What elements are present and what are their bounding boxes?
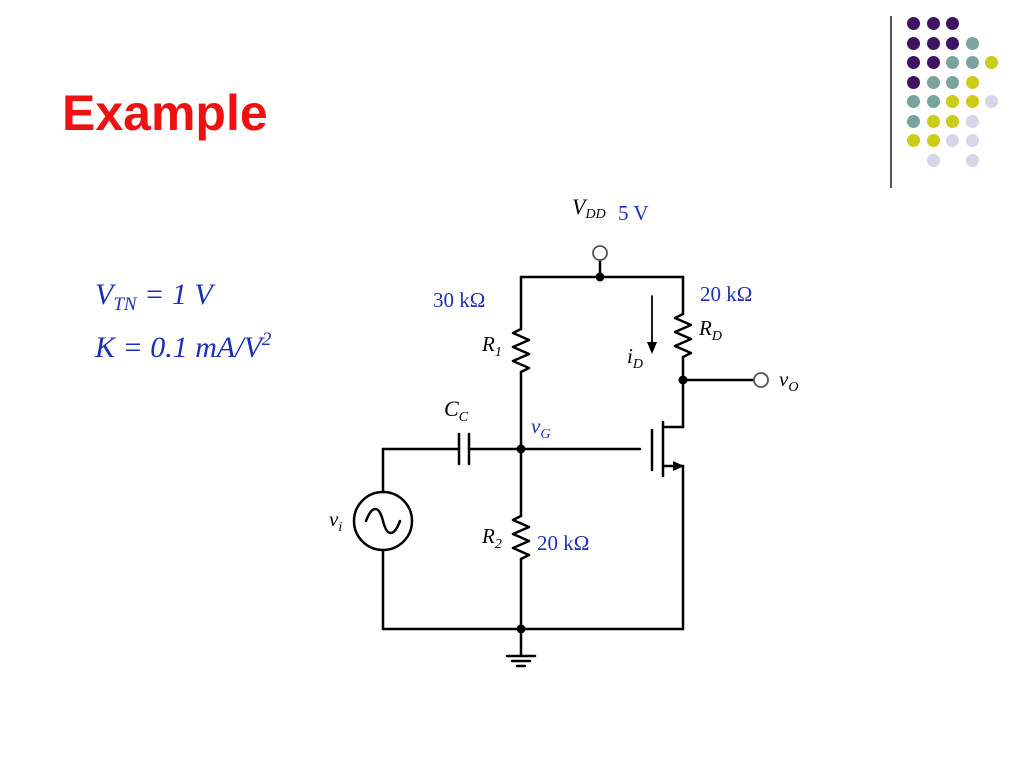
vdd-label: VDD [572,194,606,222]
vg-junction [516,444,526,454]
vo-terminal [753,372,769,388]
decorative-dot [946,75,959,89]
decorative-dot [926,17,940,30]
decorative-dot [907,17,920,30]
rd-value: 20 kΩ [700,282,752,306]
decorative-dot [985,56,998,69]
r2-value: 20 kΩ [537,531,589,555]
decorative-dot [907,56,920,69]
decorative-dot [985,95,998,108]
rd-resistor [673,312,693,359]
vi-label: vi [329,507,342,535]
decorative-dot [907,36,920,50]
decorative-dot [946,56,959,69]
decorative-dot [946,95,959,108]
vdd-value: 5 V [618,201,649,225]
id-arrow-head [647,342,657,354]
decorative-dot [946,114,959,128]
decorative-dot [965,134,979,147]
decorative-dot [965,153,979,167]
decorative-dot [926,114,940,128]
decorative-dot [926,153,940,167]
id-label: iD [627,344,643,372]
decorative-dot [946,36,959,50]
vi-sine-icon [364,507,402,535]
vdd-terminal [592,245,608,261]
r1-value: 30 kΩ [433,288,485,312]
slide-title: Example [62,85,268,141]
vdd-junction [595,272,605,282]
r2-resistor [511,514,531,561]
decorative-dot [946,134,959,147]
r2-label: R2 [481,524,502,552]
r1-label: R1 [481,332,502,360]
r1-resistor [511,327,531,374]
mosfet-source-arrow [673,461,684,471]
decorative-dot [907,134,920,147]
decorative-dot [926,95,940,108]
device-parameters: VTN = 1 V K = 0.1 mA/V2 [95,280,271,380]
vo-junction [678,375,688,385]
decorative-dot [926,36,940,50]
vo-label: vO [779,367,798,395]
decorative-dot [907,114,920,128]
cc-label: CC [444,396,469,425]
decorative-dot [926,56,940,69]
conduction-parameter: K = 0.1 mA/V2 [95,329,272,364]
vg-label: vG [531,414,550,442]
decorative-dot [965,95,979,108]
decorative-dot [965,75,979,89]
decorative-dot [946,17,959,30]
rd-label: RD [698,316,722,344]
decorative-dot [926,134,940,147]
decorative-dot [926,75,940,89]
decorative-dot [965,36,979,50]
decorative-dot [965,56,979,69]
header-divider [890,16,892,188]
decorative-dot [965,114,979,128]
decorative-dot [907,95,920,108]
ground-junction [516,624,526,634]
threshold-voltage: VTN = 1 V [95,278,213,315]
decorative-dot [907,75,920,89]
